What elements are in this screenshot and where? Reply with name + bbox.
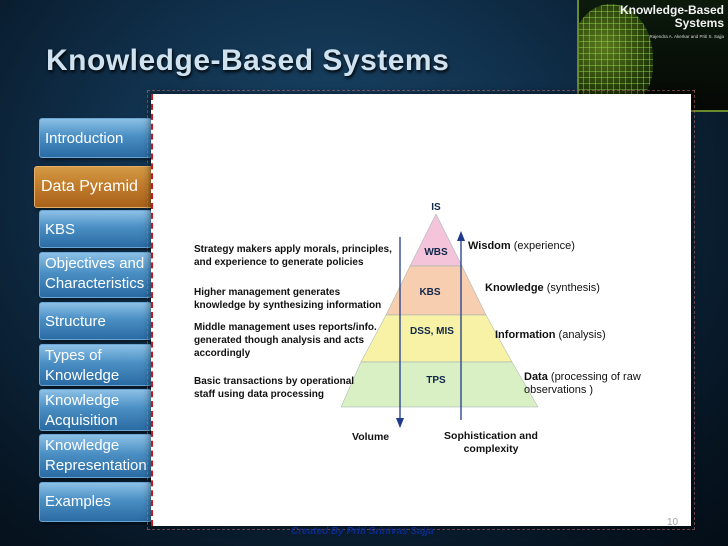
nav-item-examples[interactable]: Examples (39, 482, 152, 522)
sophistication-axis-label: Sophistication and complexity (444, 430, 538, 455)
level-type-wisdom: Wisdom (experience) (468, 240, 575, 252)
credit-line: Created By Priti Srinivas Sajja (291, 526, 434, 537)
level-type-knowledge: Knowledge (synthesis) (485, 282, 600, 294)
pyramid-label-tps: TPS (426, 375, 446, 386)
book-cover-image: Knowledge-Based Systems Rajendra A. Aker… (577, 0, 728, 112)
page-number: 10 (667, 517, 679, 528)
book-cover-title: Knowledge-Based Systems (619, 3, 724, 30)
level-description-dss-mis: Middle management uses reports/info. gen… (194, 322, 377, 359)
volume-axis-label: Volume (352, 431, 390, 443)
slide-title: Knowledge-Based Systems (46, 44, 450, 77)
pyramid-level-dss-mis (360, 314, 513, 363)
level-type-data: Data (processing of raw observations ) (524, 371, 641, 396)
pyramid-level-wbs (409, 213, 463, 267)
nav-item-types-of-knowledge[interactable]: Types of Knowledge (39, 344, 152, 386)
nav-item-knowledge-acquisition[interactable]: Knowledge Acquisition (39, 389, 152, 431)
book-cover-authors: Rajendra A. Akerkar and Priti S. Sajja (649, 34, 724, 39)
pyramid-apex-label: IS (431, 202, 441, 213)
pyramid-label-wbs: WBS (424, 247, 448, 258)
nav-item-structure[interactable]: Structure (39, 302, 152, 340)
pyramid-label-dss-mis: DSS, MIS (410, 326, 454, 337)
nav-item-introduction[interactable]: Introduction (39, 118, 152, 158)
level-description-tps: Basic transactions by operational staff … (194, 376, 355, 400)
wireframe-head-graphic (579, 4, 653, 108)
nav-item-objectives[interactable]: Objectives and Characteristics (39, 252, 152, 298)
nav-item-knowledge-representation[interactable]: Knowledge Representation (39, 434, 152, 478)
sophistication-arrow-icon (457, 231, 465, 241)
level-description-wbs: Strategy makers apply morals, principles… (194, 244, 392, 268)
level-type-information: Information (analysis) (495, 329, 606, 341)
pyramid-level-tps (340, 361, 539, 408)
pyramid-label-kbs: KBS (419, 287, 441, 298)
volume-arrow-icon (396, 418, 404, 428)
level-description-kbs: Higher management generates knowledge by… (194, 287, 382, 311)
